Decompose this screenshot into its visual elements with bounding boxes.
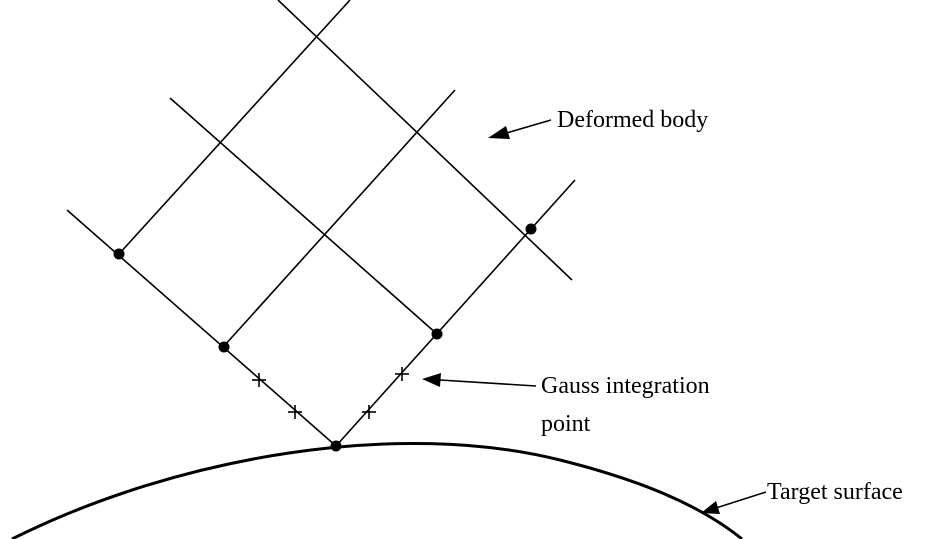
mesh-line [118,0,351,255]
mesh-line [223,89,456,347]
gauss-point-label-line1: Gauss integration [541,373,710,399]
target-surface-curve [11,441,743,539]
gauss-point-label-line2: point [541,411,591,437]
gauss-point-marker [288,405,302,419]
mesh-line [169,97,438,335]
mesh-node [525,223,537,235]
mesh-line [277,0,573,281]
mesh-node [431,328,443,340]
mesh-node [330,440,342,452]
deformed-body-arrow [488,119,552,139]
mesh-line [335,179,576,447]
target-surface-label: Target surface [767,479,903,505]
gauss-points [252,367,409,419]
mesh-node [218,341,230,353]
gauss-point-marker [395,367,409,381]
mesh-lines-ascending [118,0,576,447]
gauss-point-marker [252,373,266,387]
target-surface-arrow [701,491,767,514]
deformed-body-label: Deformed body [557,107,708,133]
mesh-line [66,209,337,447]
mesh-lines-descending [66,0,573,447]
gauss-point-marker [362,405,376,419]
mesh-node [113,248,125,260]
mesh-nodes [113,223,537,452]
gauss-point-arrow [422,373,537,387]
